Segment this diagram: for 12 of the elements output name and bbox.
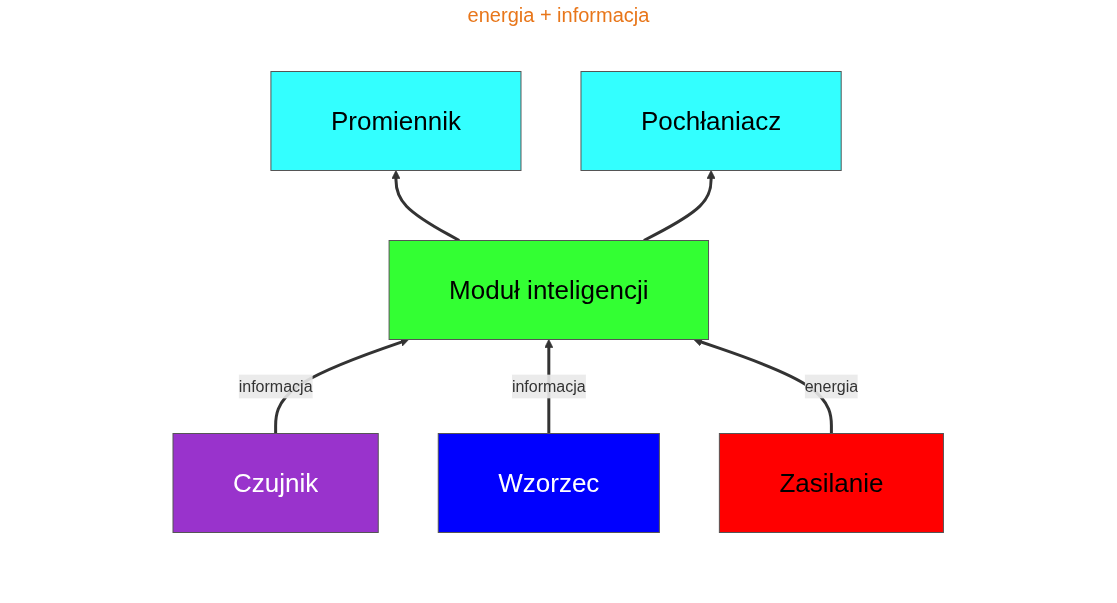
node-box: Promiennik	[270, 70, 522, 171]
arrow	[643, 169, 716, 242]
arrow	[391, 169, 461, 242]
node-box: Zasilanie	[719, 432, 945, 533]
node-box: Wzorzec	[438, 432, 661, 533]
node-box: Moduł inteligencji	[388, 239, 710, 340]
edge-label: informacja	[512, 377, 586, 394]
node-box: Pochłaniacz	[580, 70, 842, 171]
edge-label: energia	[805, 377, 859, 394]
edge-label: informacja	[239, 377, 313, 394]
annotation-text: energia + informacja	[466, 4, 651, 27]
node-box: Czujnik	[172, 432, 380, 533]
